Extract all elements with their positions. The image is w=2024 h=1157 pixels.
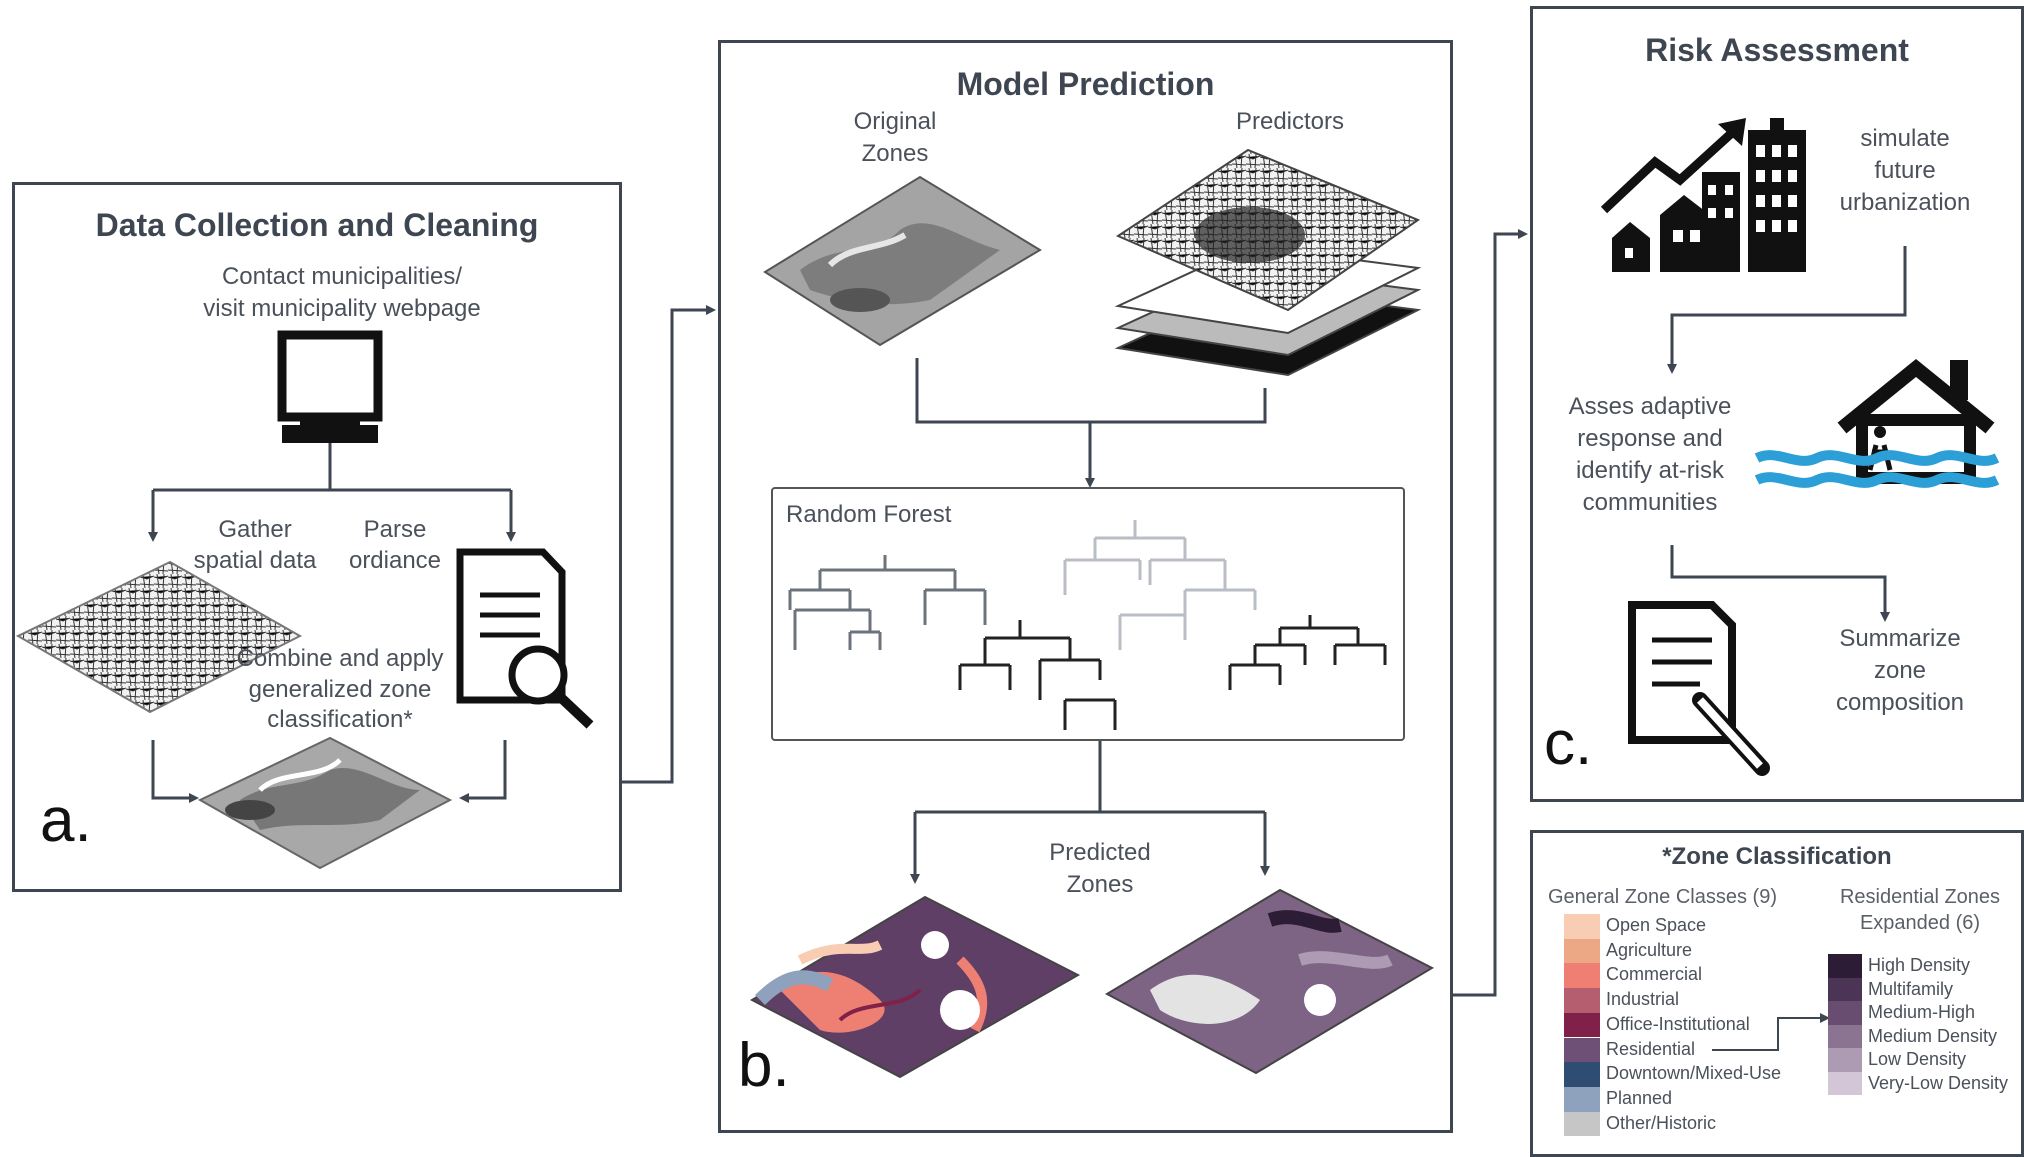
legend-connector (1712, 1013, 1830, 1051)
predicted-label: Predicted (1049, 839, 1151, 866)
panel-a-letter: a. (40, 786, 92, 855)
simulate-line-1: simulate (1860, 125, 1950, 152)
legend-title: *Zone Classification (1662, 843, 1892, 870)
asses-line-2: response and (1577, 425, 1723, 452)
general-class-swatch (1564, 1111, 1600, 1137)
combine-line-1: Combine and apply (236, 645, 444, 672)
general-class-label: Industrial (1606, 989, 1680, 1010)
growth-chart-buildings-icon (1600, 118, 1806, 272)
predictors-stack (1114, 148, 1422, 377)
predicted-zones-label: Zones (1066, 871, 1134, 898)
random-forest-trees (788, 520, 1387, 730)
original-label: Original (853, 108, 937, 135)
predictors-label: Predictors (1235, 108, 1345, 135)
document-pen-icon (1628, 601, 1770, 776)
legend-residential-header-2: Expanded (6) (1859, 912, 1981, 934)
predicted-zones-map-general (749, 895, 1081, 1079)
asses-line-4: communities (1582, 489, 1718, 516)
spatial-data-label: spatial data (193, 547, 317, 574)
residential-class-label: Very-Low Density (1868, 1072, 2009, 1093)
asses-line-1: Asses adaptive (1568, 393, 1732, 420)
summarize-line-3: composition (1835, 689, 1965, 716)
summarize-line-1: Summarize (1839, 625, 1961, 652)
connector-a-to-b (622, 305, 716, 784)
residential-class-swatch (1828, 1024, 1862, 1048)
panel-zone-classification-legend (1530, 830, 2024, 1157)
predicted-zones-map-residential (1104, 888, 1435, 1075)
ordinance-label: ordiance (348, 547, 442, 574)
general-class-swatch (1564, 1086, 1600, 1112)
panel-b-title: Model Prediction (956, 66, 1215, 102)
panel-a-title: Data Collection and Cleaning (95, 207, 539, 243)
general-class-swatch (1564, 963, 1600, 989)
general-class-label: Downtown/Mixed-Use (1606, 1063, 1782, 1084)
residential-class-label: High Density (1868, 955, 1971, 975)
combine-line-2: generalized zone (248, 676, 432, 703)
residential-class-swatch (1828, 1071, 1862, 1095)
spatial-data-map (15, 560, 303, 714)
contact-municipalities-text: Contact municipalities/ (221, 263, 463, 290)
residential-class-label: Low Density (1868, 1049, 1967, 1069)
flow-a-lines (148, 443, 516, 803)
gather-label: Gather (218, 516, 292, 543)
general-class-label: Commercial (1606, 964, 1703, 985)
computer-icon (277, 330, 383, 443)
parse-label: Parse (363, 516, 427, 543)
general-class-label: Residential (1606, 1038, 1696, 1059)
summarize-line-2: zone (1873, 657, 1927, 684)
zones-label: Zones (861, 140, 929, 167)
residential-class-swatch (1828, 1001, 1862, 1025)
simulate-line-3: urbanization (1839, 189, 1971, 216)
general-class-label: Agriculture (1606, 939, 1693, 960)
document-search-icon (456, 548, 594, 729)
random-forest-label: Random Forest (786, 501, 952, 528)
flooded-house-icon (1754, 358, 2000, 488)
simulate-line-2: future (1874, 157, 1936, 184)
panel-b-letter: b. (738, 1031, 790, 1100)
residential-class-label: Medium-High (1868, 1002, 1976, 1022)
asses-line-3: identify at-risk (1575, 457, 1725, 484)
residential-class-label: Multifamily (1868, 978, 1954, 999)
general-class-label: Office-Institutional (1606, 1013, 1750, 1034)
original-zones-map (763, 175, 1042, 347)
legend-general-header: General Zone Classes (9) (1548, 886, 1777, 908)
panel-c-letter: c. (1544, 709, 1593, 778)
general-class-swatch (1564, 988, 1600, 1013)
general-class-swatch (1564, 1012, 1600, 1038)
flow-c-lines (1667, 246, 1907, 622)
combine-line-3: classification* (267, 706, 413, 733)
general-class-swatch (1564, 1037, 1600, 1063)
residential-class-swatch (1828, 977, 1862, 1001)
general-class-swatch (1564, 1062, 1600, 1087)
flow-b-lines (910, 358, 1270, 884)
connector-b-to-c (1453, 229, 1528, 997)
legend-residential-header-1: Residential Zones (1839, 886, 2001, 908)
residential-class-label: Medium Density (1868, 1025, 1998, 1046)
general-class-label: Planned (1606, 1087, 1673, 1108)
general-class-label: Open Space (1606, 915, 1707, 935)
combined-zone-map (197, 736, 453, 870)
panel-c-title: Risk Assessment (1645, 32, 1909, 68)
residential-class-swatch (1828, 954, 1862, 978)
visit-webpage-text: visit municipality webpage (203, 295, 481, 322)
random-forest-box (771, 487, 1405, 741)
general-class-label: Other/Historic (1606, 1112, 1717, 1133)
general-class-swatch (1564, 914, 1600, 939)
general-class-swatch (1564, 938, 1600, 964)
residential-class-swatch (1828, 1048, 1862, 1072)
